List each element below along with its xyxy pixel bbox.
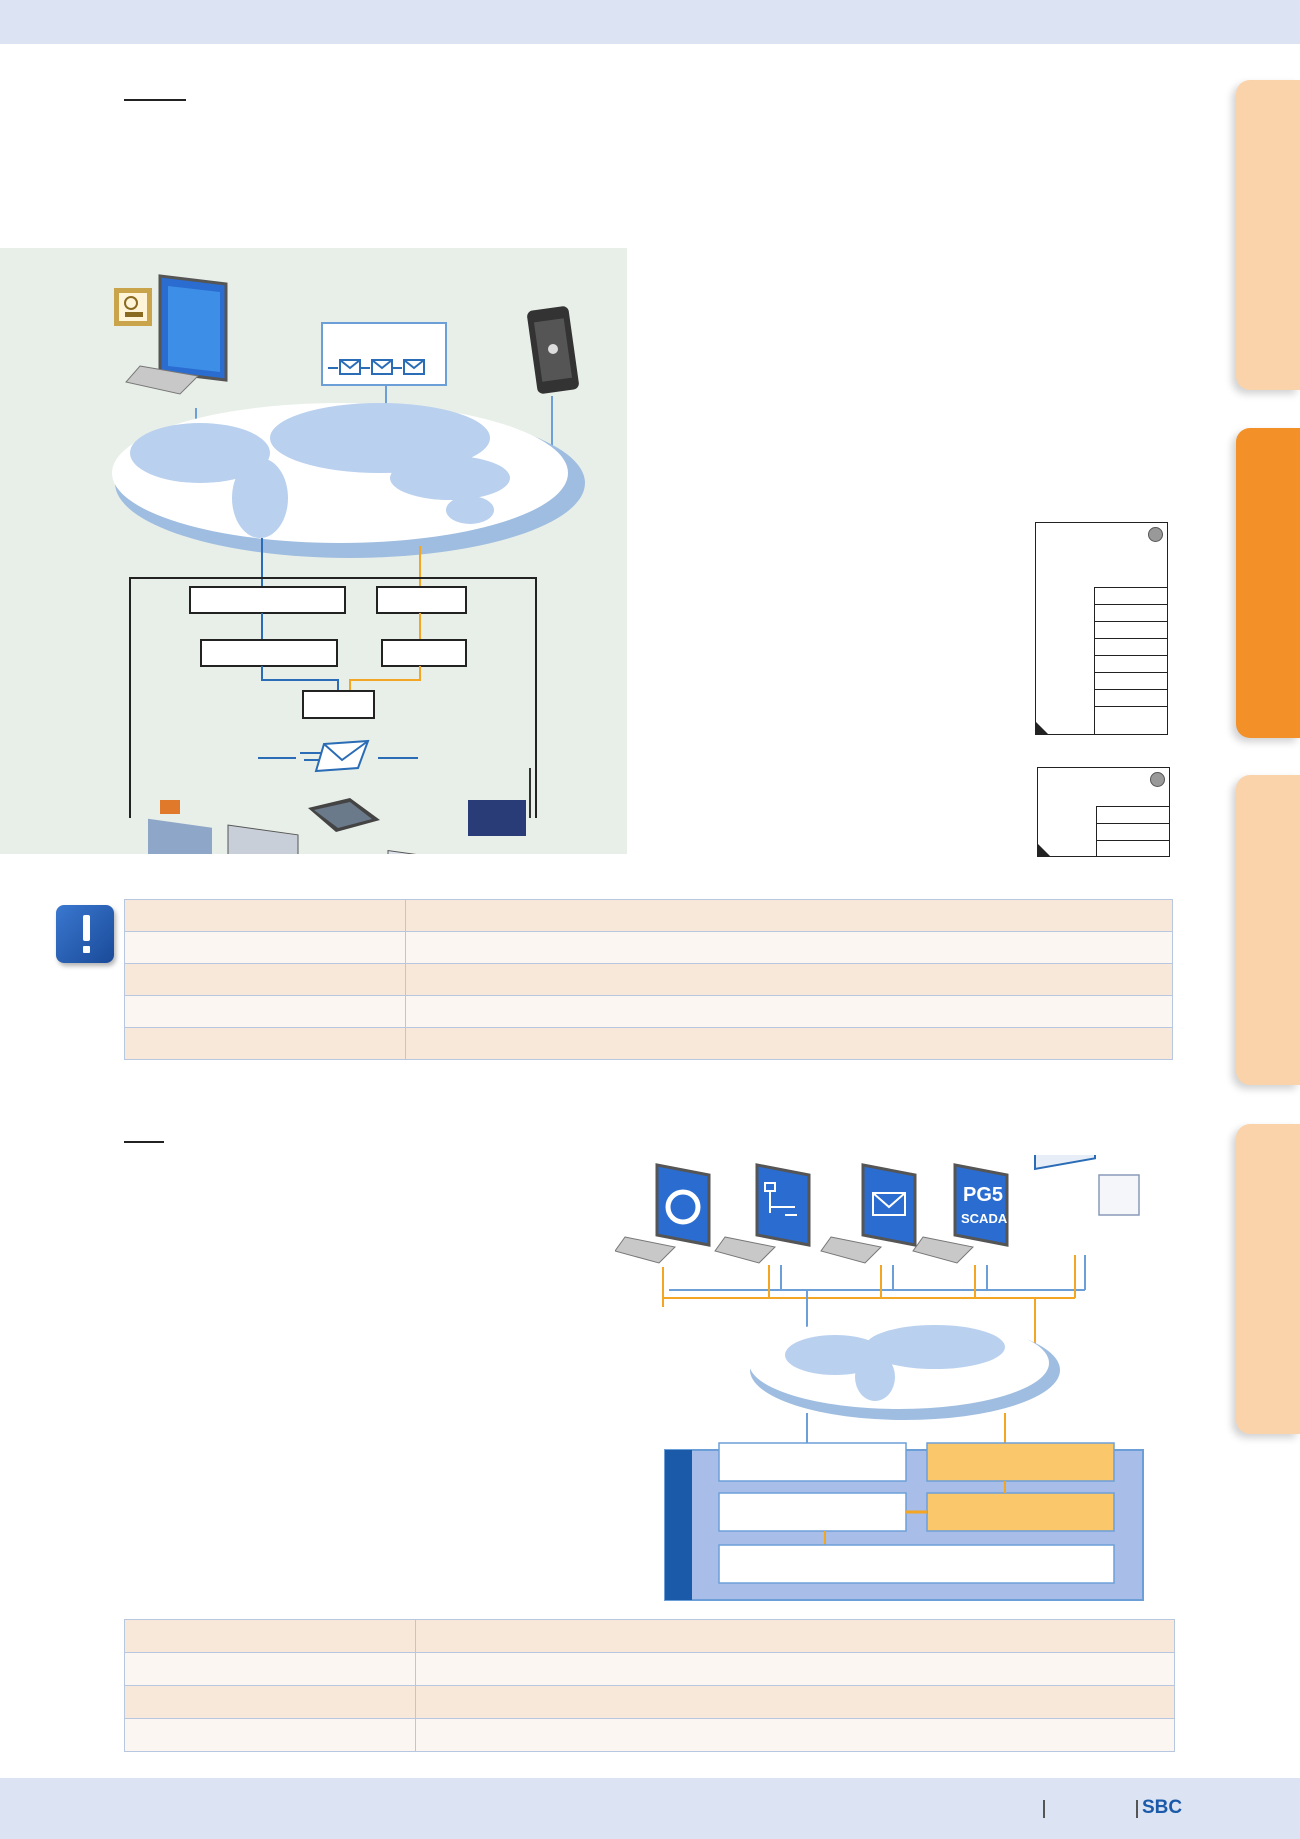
table-row [124, 1718, 1175, 1752]
table-row [124, 1685, 1175, 1719]
message-queue-box [321, 322, 447, 386]
modem-box [381, 639, 467, 667]
scheduler-icon [114, 288, 152, 326]
footer-separator [1043, 1800, 1045, 1818]
table-row [124, 1619, 1175, 1653]
desktop-computer-icon [125, 274, 228, 395]
protocol-box-smtp [189, 586, 346, 614]
table-row [124, 963, 1173, 996]
internet-cloud [749, 1317, 1060, 1420]
protocol-box-sms [376, 586, 467, 614]
side-tab-2-active[interactable] [1236, 428, 1300, 738]
status-indicator-icon [1148, 527, 1163, 542]
web-server-box [718, 1442, 907, 1482]
ftp-server-box [926, 1442, 1115, 1482]
configuration-form-small [1037, 767, 1170, 857]
cgi-box [718, 1492, 907, 1532]
tablet-icon [527, 306, 579, 394]
envelope-icon [820, 1163, 917, 1264]
table-row [124, 899, 1173, 932]
corner-marker-icon [1036, 722, 1048, 734]
file-system-box [926, 1492, 1115, 1532]
configuration-form-large [1035, 522, 1168, 735]
form-field-list [1094, 587, 1168, 734]
io-module-icon [1034, 1155, 1140, 1216]
section-heading-underline [124, 1141, 164, 1143]
info-table-1 [124, 899, 1173, 1060]
status-indicator-icon [1150, 772, 1165, 787]
section-heading-underline [124, 99, 186, 101]
pcd-device-row [148, 768, 531, 890]
footer-brand-logo: SBC [1142, 1797, 1183, 1818]
web-connectivity-diagram: PG5 SCADA [615, 1155, 1144, 1601]
pg5-scada-icon: PG5 SCADA [912, 1163, 1009, 1264]
pcd-media-box [718, 1544, 1115, 1584]
side-tab-3[interactable] [1236, 775, 1300, 1085]
table-row [124, 931, 1173, 964]
side-tab-1[interactable] [1236, 80, 1300, 390]
footer-bar [0, 1778, 1300, 1839]
user-program-box [302, 690, 375, 719]
form-field-list [1096, 806, 1170, 856]
pg5-label: PG5 [963, 1184, 1003, 1206]
table-row [124, 995, 1173, 1028]
exclamation-icon [56, 905, 114, 963]
internet-explorer-icon [615, 1163, 711, 1264]
corner-marker-icon [1038, 844, 1050, 856]
scada-label: SCADA [961, 1211, 1008, 1226]
side-tab-4[interactable] [1236, 1124, 1300, 1434]
email-architecture-diagram [112, 274, 585, 890]
footer-separator [1136, 1800, 1138, 1818]
flow-diagram-icon [714, 1163, 811, 1264]
info-table-2 [124, 1619, 1175, 1752]
email-send-icon [258, 739, 418, 773]
email-architecture-figure [0, 248, 627, 890]
table-row [124, 1027, 1173, 1060]
top-header-bar [0, 0, 1300, 44]
table-row [124, 1652, 1175, 1686]
tcp-ip-box [200, 639, 338, 667]
internet-cloud [112, 403, 585, 558]
